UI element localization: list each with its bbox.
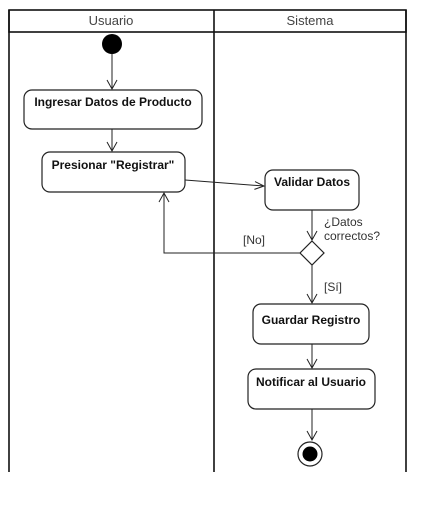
activity-validar-label: Validar Datos (274, 175, 350, 189)
final-node (297, 441, 323, 467)
edge-ingresar-to-presionar (106, 129, 118, 153)
guard-no-label: [No] (243, 233, 265, 247)
edge-validar-to-decision (306, 210, 318, 242)
edge-guardar-to-notificar (306, 344, 318, 370)
lane-title-usuario: Usuario (89, 13, 134, 28)
guard-yes-label: [Sí] (324, 280, 342, 294)
swimlane-frame: Usuario Sistema (8, 9, 407, 472)
activity-notificar-label: Notificar al Usuario (256, 375, 366, 389)
initial-node (102, 34, 122, 54)
lane-header-bar (8, 9, 407, 33)
activity-presionar-label: Presionar "Registrar" (52, 158, 175, 172)
activity-guardar-label: Guardar Registro (262, 313, 361, 327)
edge-decision-no (158, 191, 300, 254)
activity-notificar-usuario: Notificar al Usuario (247, 368, 376, 410)
edge-presionar-to-validar (184, 179, 266, 190)
edge-start-to-ingresar (106, 54, 118, 91)
edge-notificar-to-final (306, 409, 318, 442)
activity-guardar-registro: Guardar Registro (252, 303, 370, 345)
activity-presionar-registrar: Presionar "Registrar" (41, 151, 186, 193)
activity-ingresar-label: Ingresar Datos de Producto (34, 95, 191, 109)
decision-question-line1: ¿Datos (324, 215, 363, 229)
decision-diamond (299, 240, 325, 266)
decision-question-line2: correctos? (324, 229, 380, 243)
lane-title-sistema: Sistema (287, 13, 335, 28)
edge-decision-yes (306, 265, 318, 305)
activity-validar-datos: Validar Datos (264, 169, 360, 211)
activity-ingresar-datos: Ingresar Datos de Producto (23, 89, 203, 130)
